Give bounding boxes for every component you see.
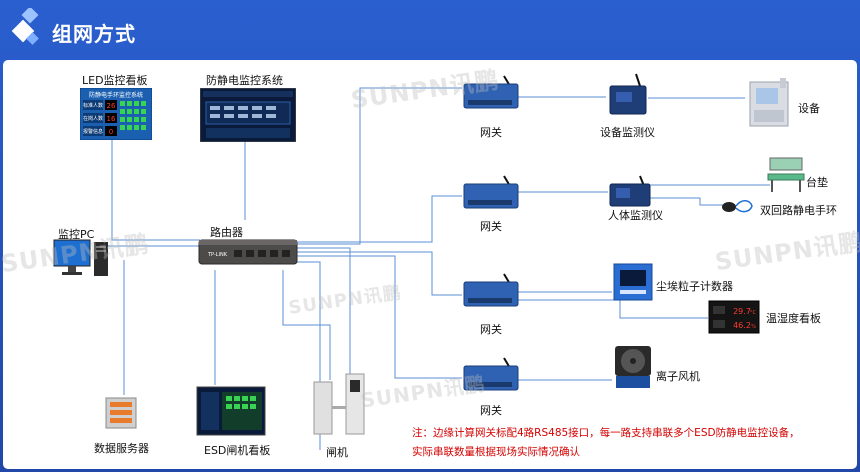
temp-board-label: 温湿度看板 — [766, 312, 821, 325]
ion-fan-image — [615, 346, 651, 388]
router-image: TP-LINK — [198, 239, 298, 265]
temp-unit: °C — [750, 310, 757, 316]
led-row2-label: 在岗人数 — [83, 115, 103, 122]
mat-image — [767, 157, 805, 192]
header-diamond-icon — [11, 8, 39, 45]
footnote-line-1: 注：边缘计算网关标配4路RS485接口，每一路支持串联多个ESD防静电监控设备， — [412, 427, 800, 439]
equipment-monitor-image — [609, 73, 647, 115]
router-label: 路由器 — [210, 226, 243, 239]
humidity-unit: % — [751, 324, 756, 330]
esd-system-screen-image — [200, 88, 296, 142]
db-server-image — [105, 397, 137, 429]
footnote-line-2: 实际串联数量根据现场实际情况确认 — [412, 446, 580, 458]
led-board-image: 防静电手环监控系统 标准人数 在岗人数 报警信息 26 16 0 — [80, 88, 152, 140]
gateway-3-label: 网关 — [480, 323, 502, 336]
led-row3-label: 报警信息 — [83, 128, 103, 135]
humidity-value: 46.2 — [733, 321, 751, 330]
gateway-2-label: 网关 — [480, 220, 502, 233]
temp-value: 29.7 — [733, 307, 751, 316]
wrist-strap-image — [722, 200, 753, 213]
esd-system-label: 防静电监控系统 — [206, 74, 283, 87]
wrist-strap-label: 双回路静电手环 — [760, 204, 837, 217]
led-value1: 26 — [107, 102, 116, 110]
router-brand: TP-LINK — [207, 252, 228, 258]
equipment-image — [749, 78, 789, 127]
monitor-pc-image — [53, 239, 108, 276]
dust-counter-label: 尘埃粒子计数器 — [656, 280, 733, 293]
gate-label: 闸机 — [326, 446, 348, 459]
footnote: 注：边缘计算网关标配4路RS485接口，每一路支持串联多个ESD防静电监控设备，… — [412, 424, 800, 462]
equipment-label: 设备 — [798, 102, 820, 115]
led-board-screen-title: 防静电手环监控系统 — [89, 91, 143, 99]
mat-label: 台垫 — [806, 176, 828, 189]
equipment-monitor-label: 设备监测仪 — [600, 126, 655, 139]
gateway-4-image — [463, 357, 519, 391]
gateway-3-image — [463, 273, 519, 307]
led-value3: 0 — [109, 128, 113, 136]
db-server-label: 数据服务器 — [94, 442, 149, 455]
human-monitor-label: 人体监测仪 — [608, 209, 663, 222]
human-monitor-image — [609, 175, 651, 207]
gateway-1-label: 网关 — [480, 126, 502, 139]
page-title: 组网方式 — [52, 22, 136, 46]
dust-counter-image — [613, 263, 653, 301]
esd-gate-board-label: ESD闸机看板 — [204, 444, 271, 457]
temp-board-image: 29.7 °C 46.2 % — [708, 300, 760, 334]
led-value2: 16 — [107, 115, 116, 123]
gateway-2-image — [463, 175, 519, 209]
led-row1-label: 标准人数 — [83, 102, 103, 109]
ion-fan-label: 离子风机 — [656, 370, 700, 383]
gateway-1-image — [463, 75, 519, 109]
led-board-label: LED监控看板 — [82, 74, 148, 87]
esd-gate-board-image — [196, 386, 266, 436]
gate-image — [313, 373, 365, 435]
gateway-4-label: 网关 — [480, 404, 502, 417]
monitor-pc-label: 监控PC — [58, 228, 95, 241]
